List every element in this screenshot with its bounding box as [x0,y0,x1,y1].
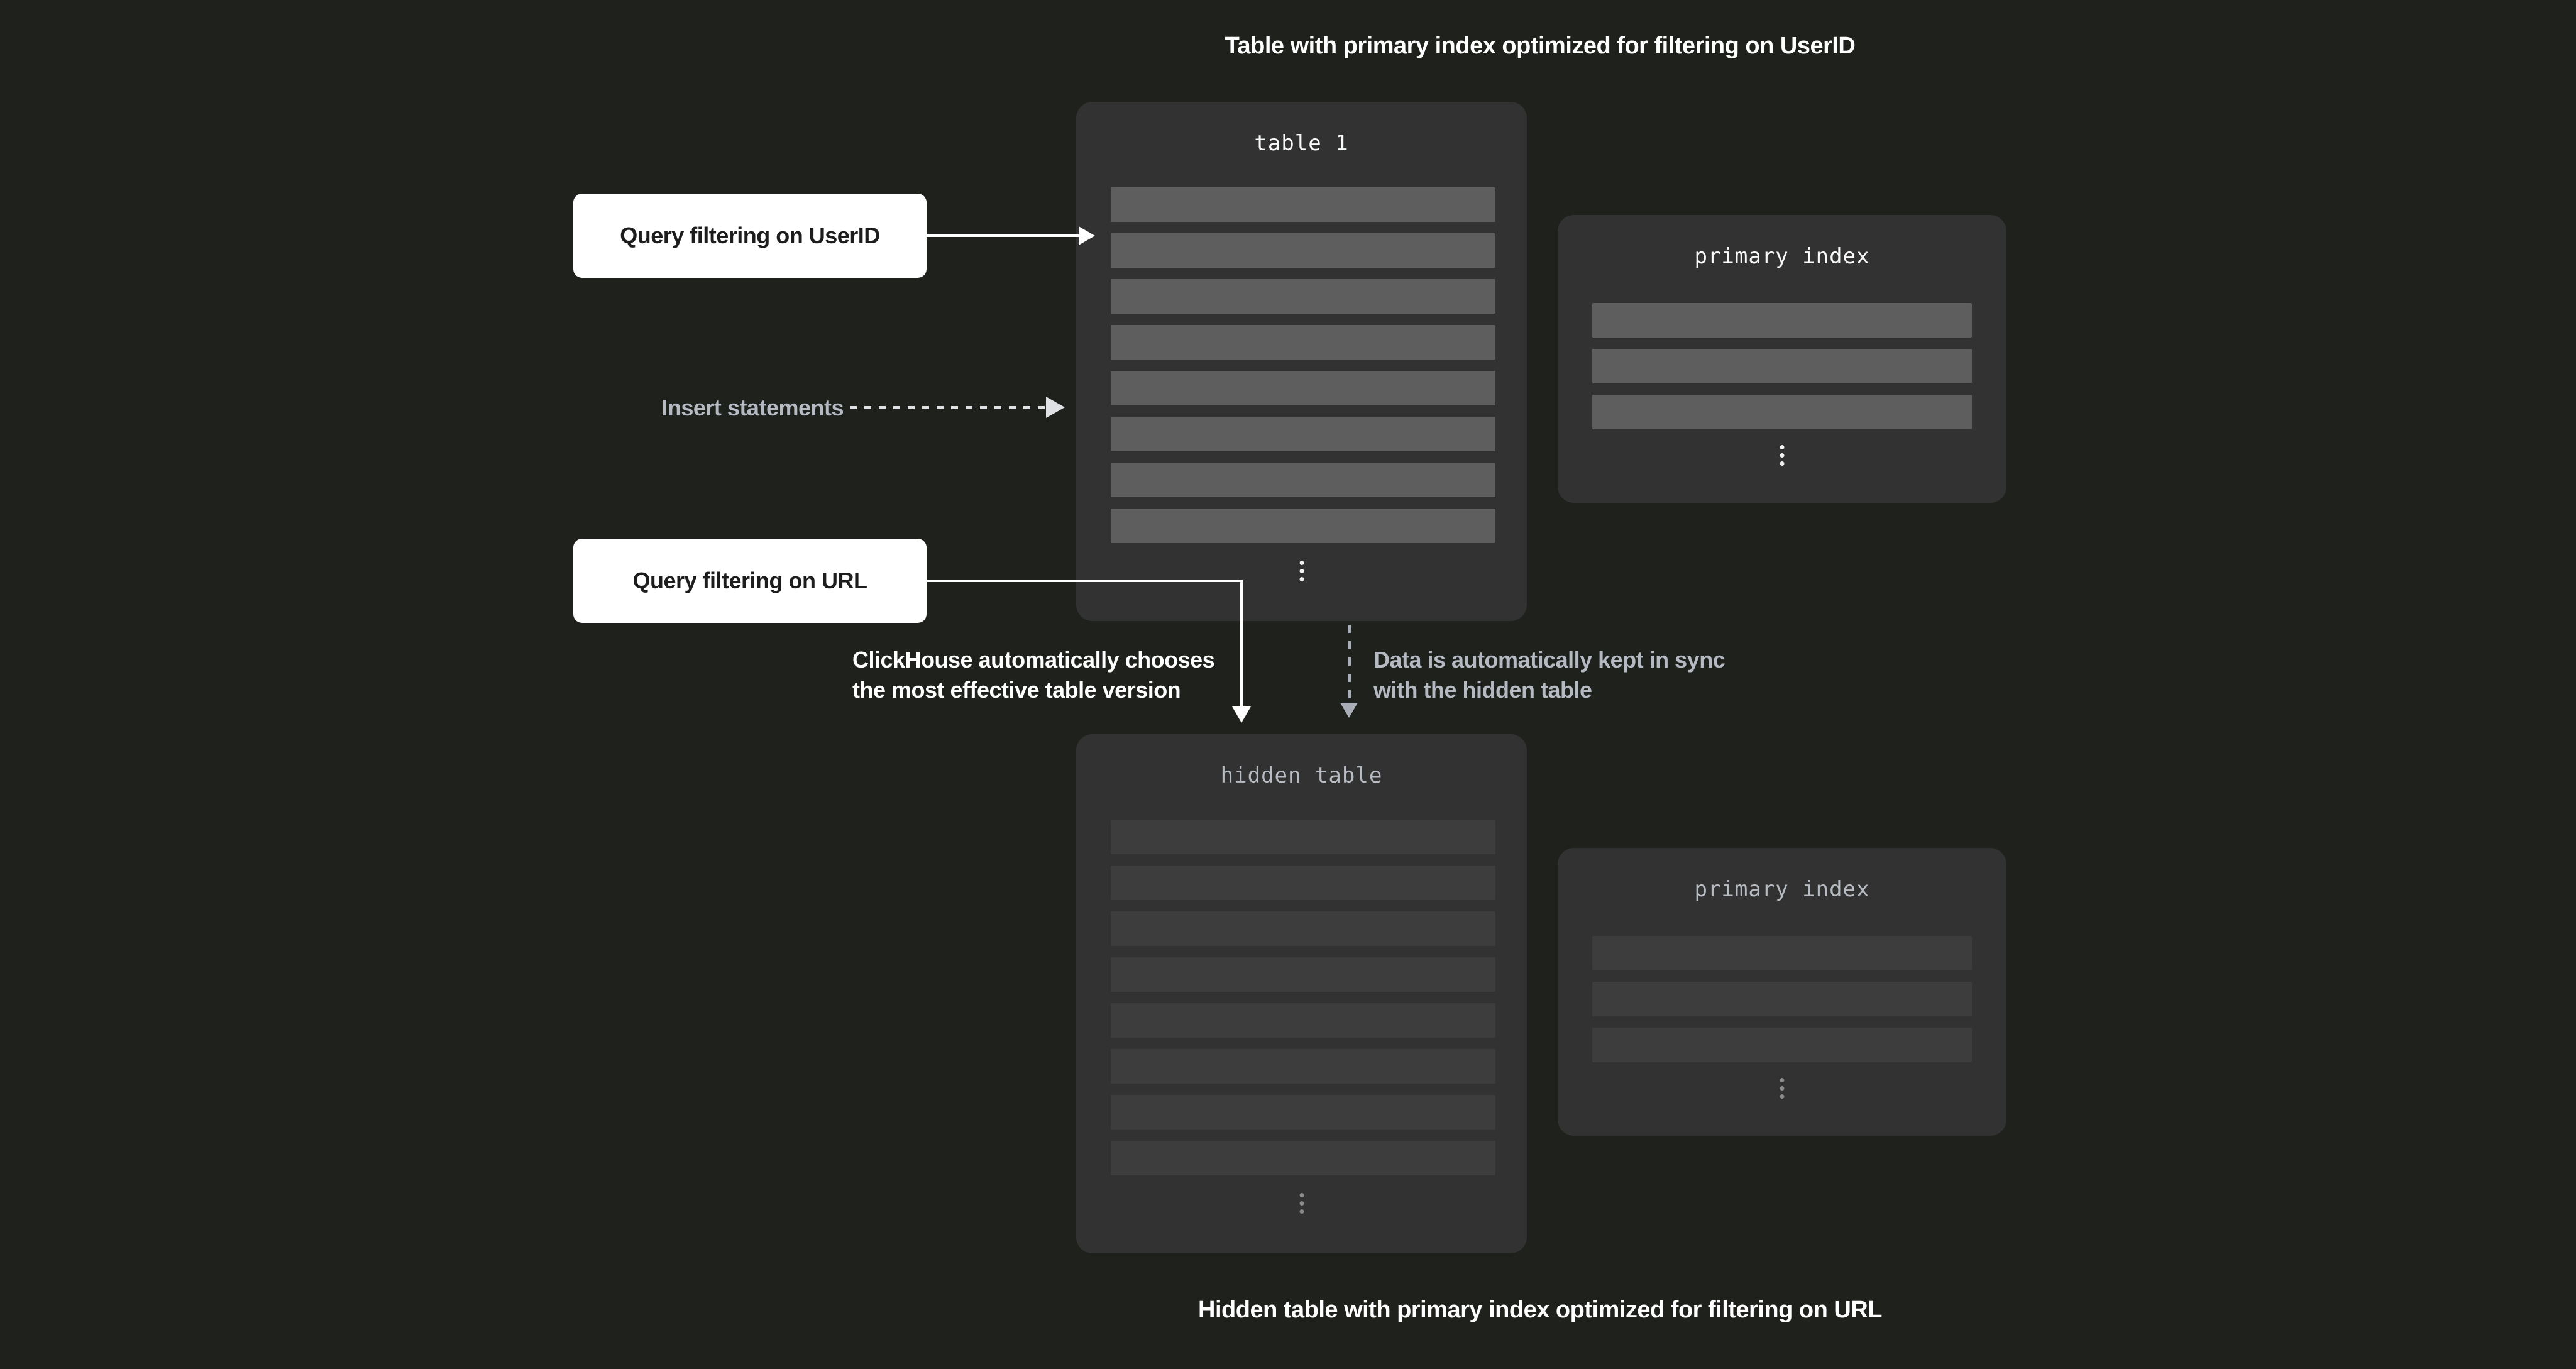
table-row [1592,303,1972,338]
primary-index-top-title: primary index [1694,244,1870,269]
table-row [1111,866,1495,900]
dot-icon [1780,1078,1785,1082]
primary-index-top-rows [1592,303,1972,441]
hidden-table-title: hidden table [1220,763,1383,788]
dot-icon [1780,453,1785,458]
ellipsis-icon [1299,561,1304,581]
table-row [1592,395,1972,429]
table-row [1111,957,1495,992]
dot-icon [1299,561,1304,565]
table-row [1111,1095,1495,1130]
query-userid-callout: Query filtering on UserID [573,194,927,278]
sync-line1: Data is automatically kept in sync [1373,647,1726,673]
caption-bottom: Hidden table with primary index optimize… [1198,1297,1882,1323]
table1-panel: table 1 [1076,102,1527,621]
table-row [1111,509,1495,543]
arrow-url-head-icon [1232,706,1251,723]
table1-title: table 1 [1254,131,1349,156]
table-row [1111,233,1495,268]
table-row [1592,349,1972,383]
sync-arrow-head-icon [1340,703,1358,718]
dot-icon [1299,1193,1304,1197]
table-row [1592,982,1972,1016]
auto-choose-line2: the most effective table version [852,677,1181,703]
table-row [1111,279,1495,314]
arrow-userid-line [927,234,1079,237]
arrow-userid-head-icon [1079,226,1095,245]
caption-top: Table with primary index optimized for f… [1225,33,1856,59]
primary-index-top-panel: primary index [1558,215,2006,503]
table-row [1111,1141,1495,1175]
dot-icon [1299,577,1304,581]
table-row [1111,325,1495,360]
ellipsis-icon [1299,1193,1304,1214]
table-row [1111,1049,1495,1084]
table-row [1111,463,1495,497]
dot-icon [1299,1201,1304,1206]
dot-icon [1299,569,1304,573]
query-url-callout: Query filtering on URL [573,539,927,623]
arrow-url-vertical-line [1240,580,1243,706]
dot-icon [1780,1086,1785,1091]
table-row [1592,936,1972,970]
sync-annotation: Data is automatically kept in sync with … [1373,645,1726,705]
primary-index-bottom-title: primary index [1694,877,1870,902]
auto-choose-line1: ClickHouse automatically chooses [852,647,1215,673]
primary-index-bottom-panel: primary index [1558,848,2006,1136]
insert-statements-label: Insert statements [661,395,844,421]
hidden-table-rows [1111,820,1495,1187]
dot-icon [1780,461,1785,466]
table-row [1592,1028,1972,1062]
insert-arrow-line [850,406,1045,409]
sync-arrow-line [1348,625,1351,703]
table-row [1111,911,1495,946]
dot-icon [1780,1094,1785,1099]
table1-rows [1111,187,1495,554]
table-row [1111,820,1495,854]
table-row [1111,417,1495,451]
ellipsis-icon [1780,1078,1785,1099]
table-row [1111,187,1495,222]
primary-index-bottom-rows [1592,936,1972,1074]
ellipsis-icon [1780,445,1785,466]
hidden-table-panel: hidden table [1076,734,1527,1253]
insert-arrow-head-icon [1046,397,1065,418]
dot-icon [1299,1209,1304,1214]
auto-choose-annotation: ClickHouse automatically chooses the mos… [852,645,1215,705]
sync-line2: with the hidden table [1373,677,1592,703]
dot-icon [1780,445,1785,449]
table-row [1111,1003,1495,1038]
table-row [1111,371,1495,405]
arrow-url-horizontal-line [927,580,1243,582]
